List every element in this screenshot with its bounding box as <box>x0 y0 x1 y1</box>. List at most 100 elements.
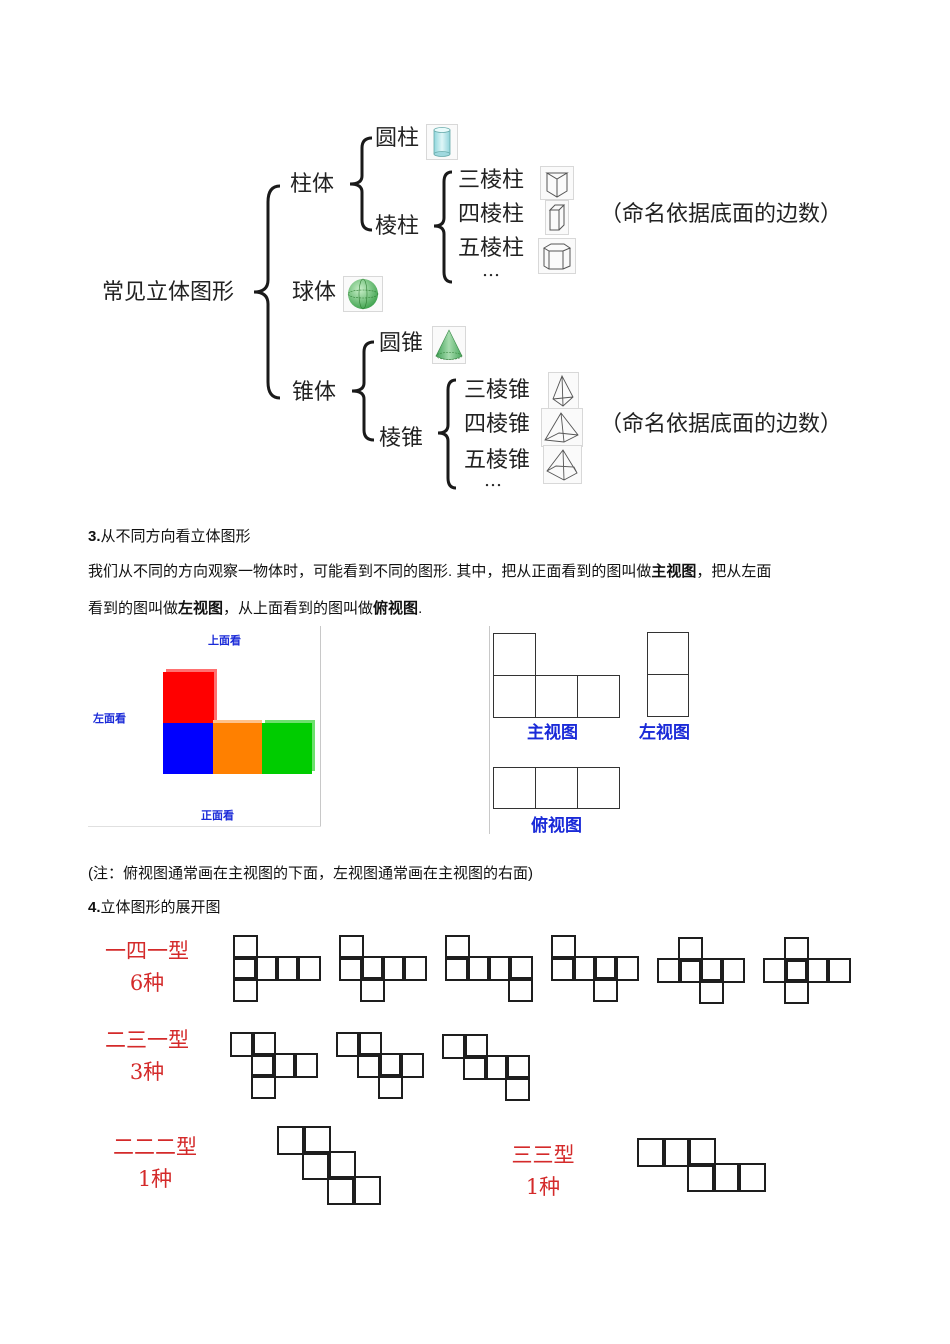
net-square <box>357 1053 382 1078</box>
net-square <box>251 1074 276 1099</box>
net-square <box>551 956 576 981</box>
pentagonal-pyramid-icon <box>543 445 582 484</box>
cone-brace <box>351 340 375 442</box>
prism-naming-note: （命名依据底面的边数） <box>600 202 843 227</box>
tree-pentagonal-pyramid-label: 五棱锥 <box>464 448 531 473</box>
para-text: ，把从左面 <box>696 563 772 580</box>
net-square <box>352 1176 381 1205</box>
triangular-prism-icon <box>540 166 574 200</box>
view-cell <box>647 674 689 717</box>
red-cube <box>163 672 214 723</box>
net-square <box>445 956 470 981</box>
front-view-label: 主视图 <box>527 723 578 743</box>
net-square <box>805 958 830 983</box>
net-square <box>657 958 682 983</box>
net-square <box>572 956 597 981</box>
view-cell <box>535 767 578 809</box>
orange-cube <box>213 723 262 774</box>
net-square <box>296 956 321 981</box>
net-square <box>505 1055 530 1080</box>
tree-pyramids-label: 棱锥 <box>379 426 424 451</box>
view-cell <box>647 632 689 675</box>
net-square <box>233 956 258 981</box>
tree-square-pyramid-label: 四棱锥 <box>464 412 531 437</box>
net-square <box>272 1053 297 1078</box>
net-square <box>381 956 406 981</box>
section3-paragraph-line2: 看到的图叫做左视图，从上面看到的图叫做俯视图. <box>88 597 422 618</box>
net-square <box>360 956 385 981</box>
net-square <box>487 956 512 981</box>
net-square <box>336 1032 361 1057</box>
net-square <box>784 958 809 983</box>
green-cube <box>262 723 312 774</box>
net-square <box>484 1055 509 1080</box>
sphere-icon <box>343 276 383 312</box>
tree-pyramids-ellipsis: … <box>484 470 502 491</box>
section4-number: 4. <box>88 899 101 916</box>
net-square <box>508 956 533 981</box>
net-square <box>784 937 809 962</box>
net-square <box>593 977 618 1002</box>
tree-sphere-label: 球体 <box>292 280 337 305</box>
net-square <box>230 1032 255 1057</box>
net-square <box>251 1053 276 1078</box>
net-group-141-label: 一四一型 6种 <box>98 936 196 999</box>
net-square <box>463 1034 488 1059</box>
net-square <box>508 977 533 1002</box>
net-square <box>445 935 470 960</box>
tree-cone-label: 圆锥 <box>379 331 424 356</box>
cylinder-icon <box>426 124 458 160</box>
para-text: ，从上面看到的图叫做 <box>223 600 374 617</box>
prism-brace <box>349 136 373 232</box>
net-square <box>699 958 724 983</box>
figure-border-line <box>88 826 321 827</box>
net-square <box>233 977 258 1002</box>
net-square <box>399 1053 424 1078</box>
term-top-view: 俯视图 <box>373 600 419 617</box>
section4-title: 立体图形的展开图 <box>100 899 221 916</box>
net-square <box>720 958 745 983</box>
front-view-direction-label: 正面看 <box>201 809 234 822</box>
net-square <box>378 1053 403 1078</box>
net-type-label: 三三型 <box>511 1143 575 1167</box>
net-square <box>763 958 788 983</box>
net-square <box>254 956 279 981</box>
net-square <box>275 956 300 981</box>
left-view-label: 左视图 <box>639 723 690 743</box>
net-square <box>593 956 618 981</box>
net-square <box>614 956 639 981</box>
section4-heading: 4.立体图形的展开图 <box>88 896 221 917</box>
view-cell <box>493 633 536 676</box>
net-group-33-label: 三三型 1种 <box>494 1140 592 1203</box>
figure-border-line <box>320 626 321 826</box>
net-square <box>637 1138 666 1167</box>
net-type-label: 一四一型 <box>105 939 189 963</box>
figure-border-line <box>489 626 490 834</box>
net-square <box>442 1034 467 1059</box>
net-square <box>678 958 703 983</box>
top-view-label: 俯视图 <box>531 816 582 836</box>
net-square <box>687 1163 716 1192</box>
pentagonal-prism-icon <box>538 238 576 274</box>
pyramid-naming-note: （命名依据底面的边数） <box>600 412 843 437</box>
net-group-222-label: 二二二型 1种 <box>106 1132 204 1195</box>
tree-prism-group-label: 柱体 <box>290 172 335 197</box>
term-front-view: 主视图 <box>651 563 697 580</box>
net-square <box>463 1055 488 1080</box>
net-square <box>360 977 385 1002</box>
tree-root-label: 常见立体图形 <box>102 280 235 305</box>
section3-heading: 3.从不同方向看立体图形 <box>88 525 251 546</box>
para-text: . <box>418 600 423 617</box>
net-type-label: 二二二型 <box>113 1135 197 1159</box>
para-text: 看到的图叫做 <box>88 600 179 617</box>
term-left-view: 左视图 <box>178 600 224 617</box>
tree-cone-group-label: 锥体 <box>292 380 337 405</box>
net-square <box>378 1074 403 1099</box>
section3-number: 3. <box>88 528 101 545</box>
net-count-label: 1种 <box>525 1174 561 1199</box>
net-square <box>737 1163 766 1192</box>
pyramids-brace <box>437 378 457 490</box>
section3-paragraph-line1: 我们从不同的方向观察一物体时，可能看到不同的图形. 其中，把从正面看到的图叫做主… <box>88 560 771 581</box>
triangular-pyramid-icon <box>548 372 579 410</box>
net-square <box>293 1053 318 1078</box>
